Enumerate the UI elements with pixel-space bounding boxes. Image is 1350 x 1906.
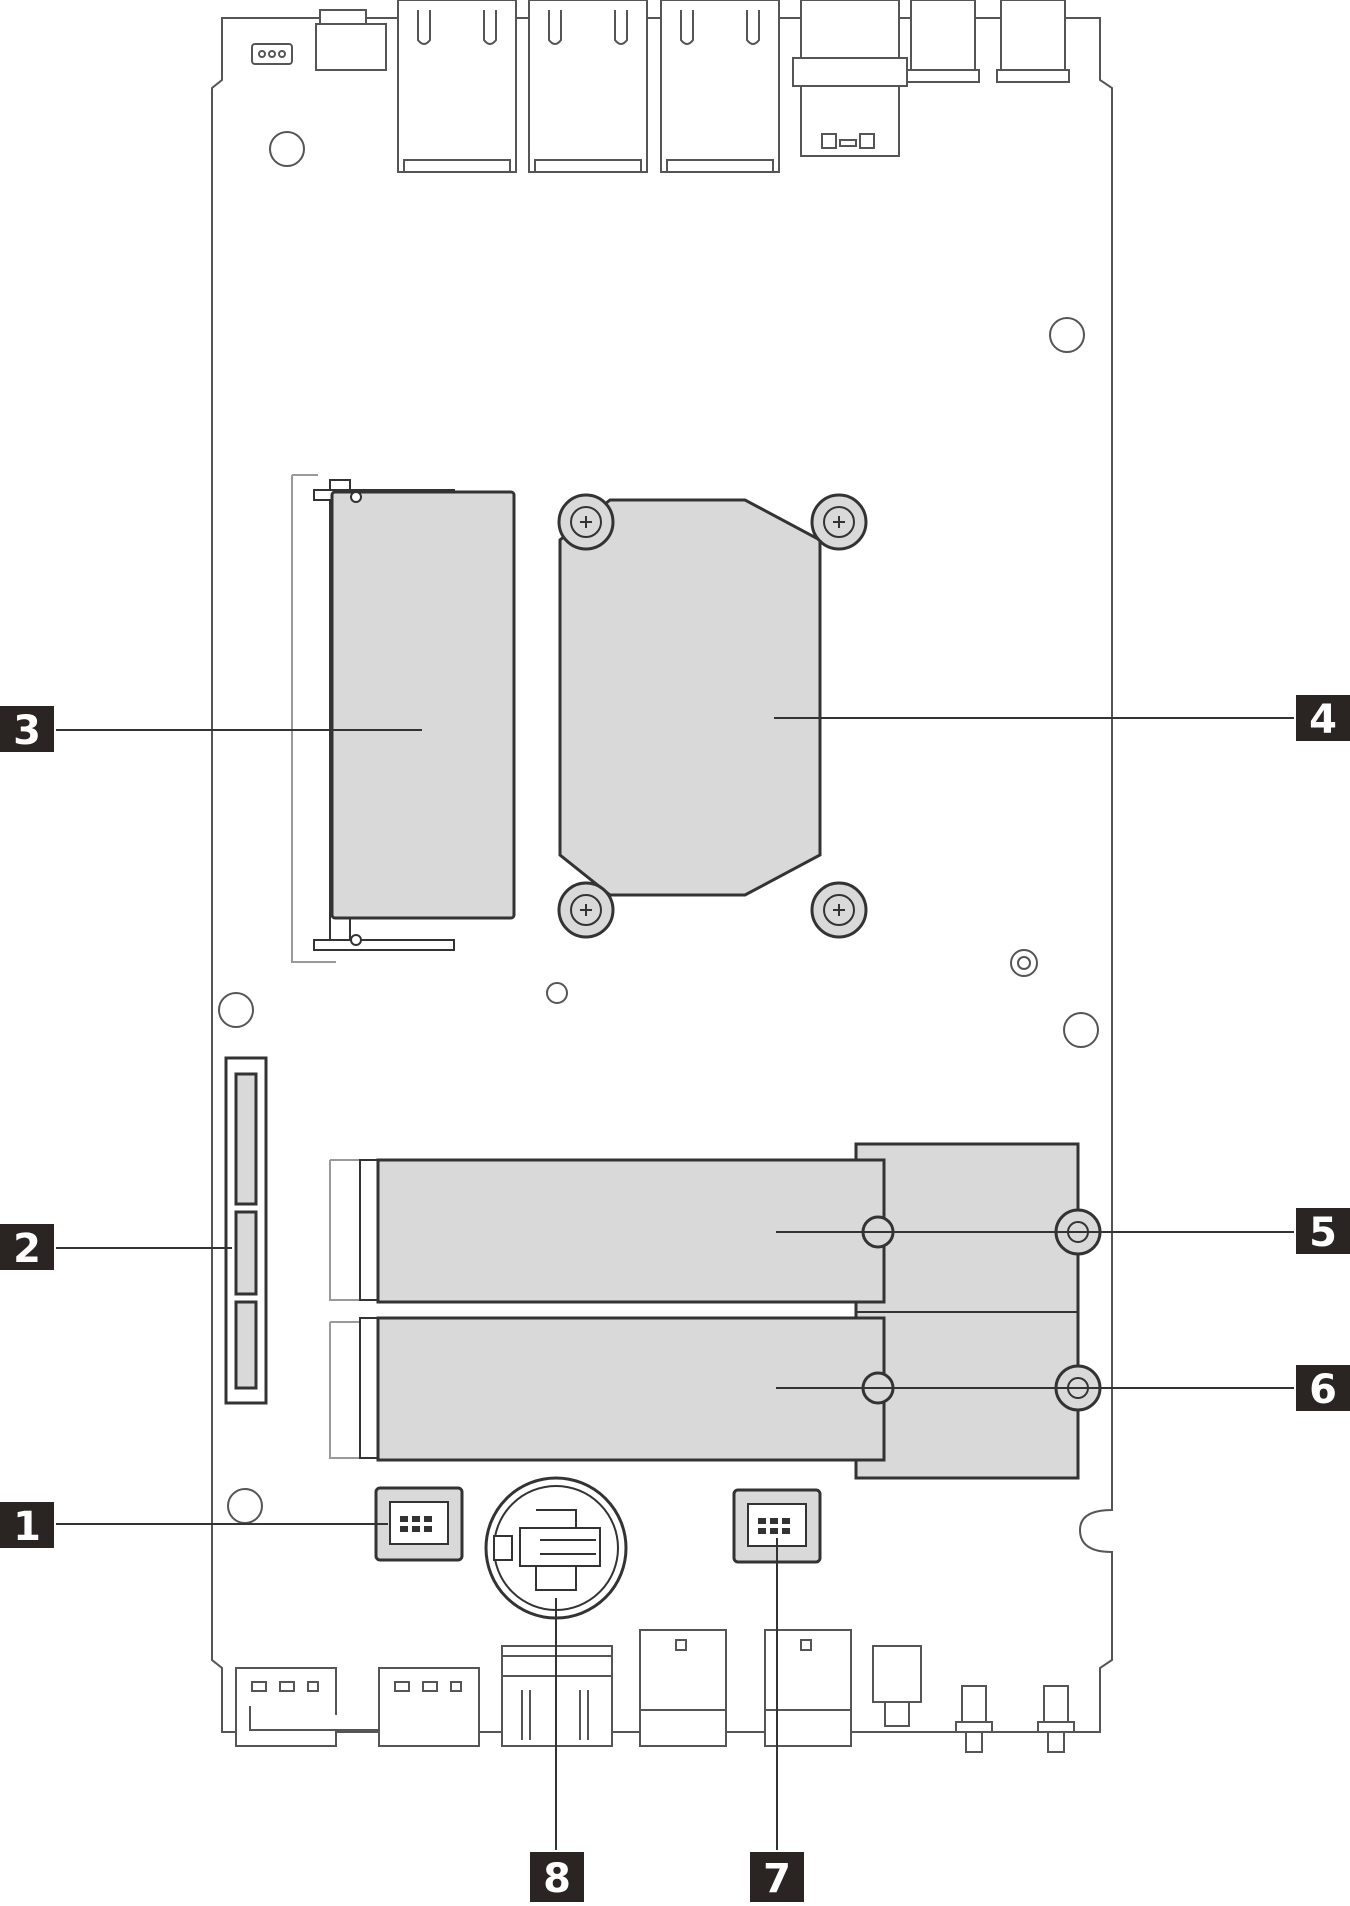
mounting-hole-icon xyxy=(269,131,305,167)
front-usb-c-port-2 xyxy=(764,1629,852,1747)
front-led-1 xyxy=(955,1685,993,1753)
callout-7: 7 xyxy=(750,1852,804,1902)
callout-2-label: 2 xyxy=(13,1226,41,1272)
callout-6: 6 xyxy=(1296,1365,1350,1413)
memory-slot xyxy=(291,474,516,963)
expansion-connector xyxy=(224,1056,268,1405)
front-power-button xyxy=(872,1645,922,1727)
callout-5: 5 xyxy=(1296,1208,1350,1256)
callout-3-label: 3 xyxy=(13,708,41,754)
callout-1-label: 1 xyxy=(13,1504,41,1550)
fan-connector-1 xyxy=(374,1486,464,1562)
callout-6-label: 6 xyxy=(1309,1367,1337,1413)
callout-8: 8 xyxy=(530,1852,584,1902)
callout-7-label: 7 xyxy=(763,1856,791,1902)
leader-lines xyxy=(56,717,1294,1850)
callout-3: 3 xyxy=(0,706,54,754)
mounting-holes xyxy=(218,131,1099,1524)
callout-4: 4 xyxy=(1296,695,1350,743)
front-led-2 xyxy=(1037,1685,1075,1753)
processor-bracket xyxy=(557,493,868,939)
callout-5-label: 5 xyxy=(1309,1210,1337,1256)
callout-2: 2 xyxy=(0,1224,54,1272)
ethernet-port-3 xyxy=(660,0,780,173)
mounting-hole-icon xyxy=(1063,1012,1099,1048)
usb-port-stack xyxy=(792,0,908,157)
mounting-hole-icon xyxy=(1049,317,1085,353)
mounting-hole-icon xyxy=(227,1488,263,1524)
display-port-1 xyxy=(906,0,980,83)
ethernet-port-1 xyxy=(397,0,517,173)
front-usb-c-port-1 xyxy=(639,1629,727,1747)
m2-bracket xyxy=(854,1142,1080,1480)
memory-module xyxy=(330,490,516,920)
dc-jack xyxy=(315,23,387,71)
ethernet-port-2 xyxy=(528,0,648,173)
mounting-hole-icon xyxy=(546,982,568,1004)
mounting-hole-icon xyxy=(218,992,254,1028)
callout-8-label: 8 xyxy=(543,1856,571,1902)
callout-1: 1 xyxy=(0,1502,54,1550)
standoff-icon xyxy=(1017,956,1031,970)
cmos-battery xyxy=(484,1476,628,1620)
front-connector-2 xyxy=(378,1667,480,1747)
rear-io-connectors xyxy=(251,0,1070,173)
callout-4-label: 4 xyxy=(1309,697,1337,743)
display-port-2 xyxy=(996,0,1070,83)
